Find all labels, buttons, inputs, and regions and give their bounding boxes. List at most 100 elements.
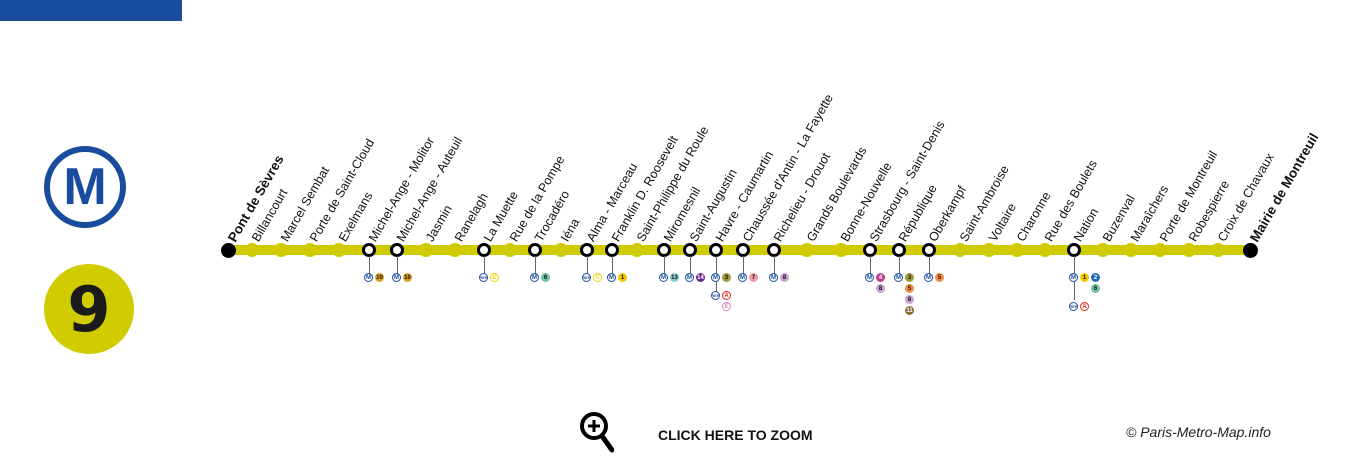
line-number-badge: 9: [44, 264, 134, 354]
station-marker[interactable]: [220, 242, 236, 258]
zoom-label[interactable]: CLICK HERE TO ZOOM: [658, 426, 813, 443]
metro-icon: M: [769, 273, 778, 282]
line-13-icon: 13: [670, 273, 679, 282]
line-2-icon: 2: [1091, 273, 1100, 282]
line-1-icon: 1: [618, 273, 627, 282]
station-marker[interactable]: [1153, 243, 1167, 257]
station-marker[interactable]: [1096, 243, 1110, 257]
line-E-icon: E: [722, 302, 731, 311]
station-marker[interactable]: [863, 243, 877, 257]
connection-stem: [535, 256, 536, 274]
station-label[interactable]: Grands Boulevards: [804, 144, 870, 244]
connection-stem: [929, 256, 930, 274]
metro-icon: M: [659, 273, 668, 282]
connection-stem: [743, 256, 744, 274]
station-marker[interactable]: [1182, 243, 1196, 257]
station-marker[interactable]: [709, 243, 723, 257]
connection-stem: [587, 256, 588, 274]
line-14-icon: 14: [696, 273, 705, 282]
station-marker[interactable]: [448, 243, 462, 257]
line-8-icon: 8: [876, 284, 885, 293]
metro-icon: M: [738, 273, 747, 282]
station-marker[interactable]: [554, 243, 568, 257]
zoom-button[interactable]: CLICK HERE TO ZOOM: [578, 410, 813, 459]
connection-stem: [612, 256, 613, 274]
station-marker[interactable]: [767, 243, 781, 257]
metro-logo: M: [44, 146, 126, 228]
rer-icon: RER: [711, 291, 720, 300]
connection-stem: [774, 256, 775, 274]
line-6-icon: 6: [1091, 284, 1100, 293]
copyright: © Paris-Metro-Map.info: [1126, 424, 1271, 440]
station-marker[interactable]: [1211, 243, 1225, 257]
station-marker[interactable]: [274, 243, 288, 257]
station-marker[interactable]: [1067, 243, 1081, 257]
connection-stem: [369, 256, 370, 274]
line-10-icon: 10: [403, 273, 412, 282]
station-marker[interactable]: [1038, 243, 1052, 257]
zoom-in-icon: [578, 410, 615, 459]
connection-stem: [484, 256, 485, 274]
station-marker[interactable]: [362, 243, 376, 257]
station-marker[interactable]: [736, 243, 750, 257]
metro-icon: M: [894, 273, 903, 282]
line-C-icon: C: [490, 273, 499, 282]
station-marker[interactable]: [303, 243, 317, 257]
station-marker[interactable]: [419, 243, 433, 257]
metro-icon: M: [924, 273, 933, 282]
station-marker[interactable]: [390, 243, 404, 257]
line-7-icon: 7: [749, 273, 758, 282]
station-label[interactable]: Nation: [1071, 205, 1102, 244]
station-marker[interactable]: [1124, 243, 1138, 257]
line-C-icon: C: [593, 273, 602, 282]
station-marker[interactable]: [528, 243, 542, 257]
metro-icon: M: [711, 273, 720, 282]
line-3-icon: 3: [722, 273, 731, 282]
line-8-icon: 8: [905, 295, 914, 304]
station-marker[interactable]: [477, 243, 491, 257]
station-marker[interactable]: [953, 243, 967, 257]
station-marker[interactable]: [657, 243, 671, 257]
station-marker[interactable]: [922, 243, 936, 257]
station-label[interactable]: Iéna: [558, 215, 583, 244]
line-6-icon: 6: [541, 273, 550, 282]
station-marker[interactable]: [683, 243, 697, 257]
station-marker[interactable]: [892, 243, 906, 257]
connection-stem: [899, 256, 900, 274]
metro-icon: M: [865, 273, 874, 282]
station-marker[interactable]: [834, 243, 848, 257]
line-8-icon: 8: [780, 273, 789, 282]
connection-stem: [690, 256, 691, 274]
metro-icon: M: [392, 273, 401, 282]
rer-icon: RER: [582, 273, 591, 282]
line-10-icon: 10: [375, 273, 384, 282]
metro-icon: M: [685, 273, 694, 282]
metro-icon: M: [530, 273, 539, 282]
line-5-icon: 5: [935, 273, 944, 282]
rer-icon: RER: [1069, 302, 1078, 311]
station-marker[interactable]: [605, 243, 619, 257]
station-marker[interactable]: [503, 243, 517, 257]
line-5-icon: 5: [905, 284, 914, 293]
line-A-icon: A: [722, 291, 731, 300]
metro-icon: M: [364, 273, 373, 282]
station-marker[interactable]: [630, 243, 644, 257]
station-marker[interactable]: [580, 243, 594, 257]
station-marker[interactable]: [982, 243, 996, 257]
station-label[interactable]: Jasmin: [423, 202, 455, 244]
station-marker[interactable]: [245, 243, 259, 257]
station-marker[interactable]: [1010, 243, 1024, 257]
line-A-icon: A: [1080, 302, 1089, 311]
station-marker[interactable]: [332, 243, 346, 257]
station-marker[interactable]: [800, 243, 814, 257]
station-marker[interactable]: [1242, 242, 1258, 258]
